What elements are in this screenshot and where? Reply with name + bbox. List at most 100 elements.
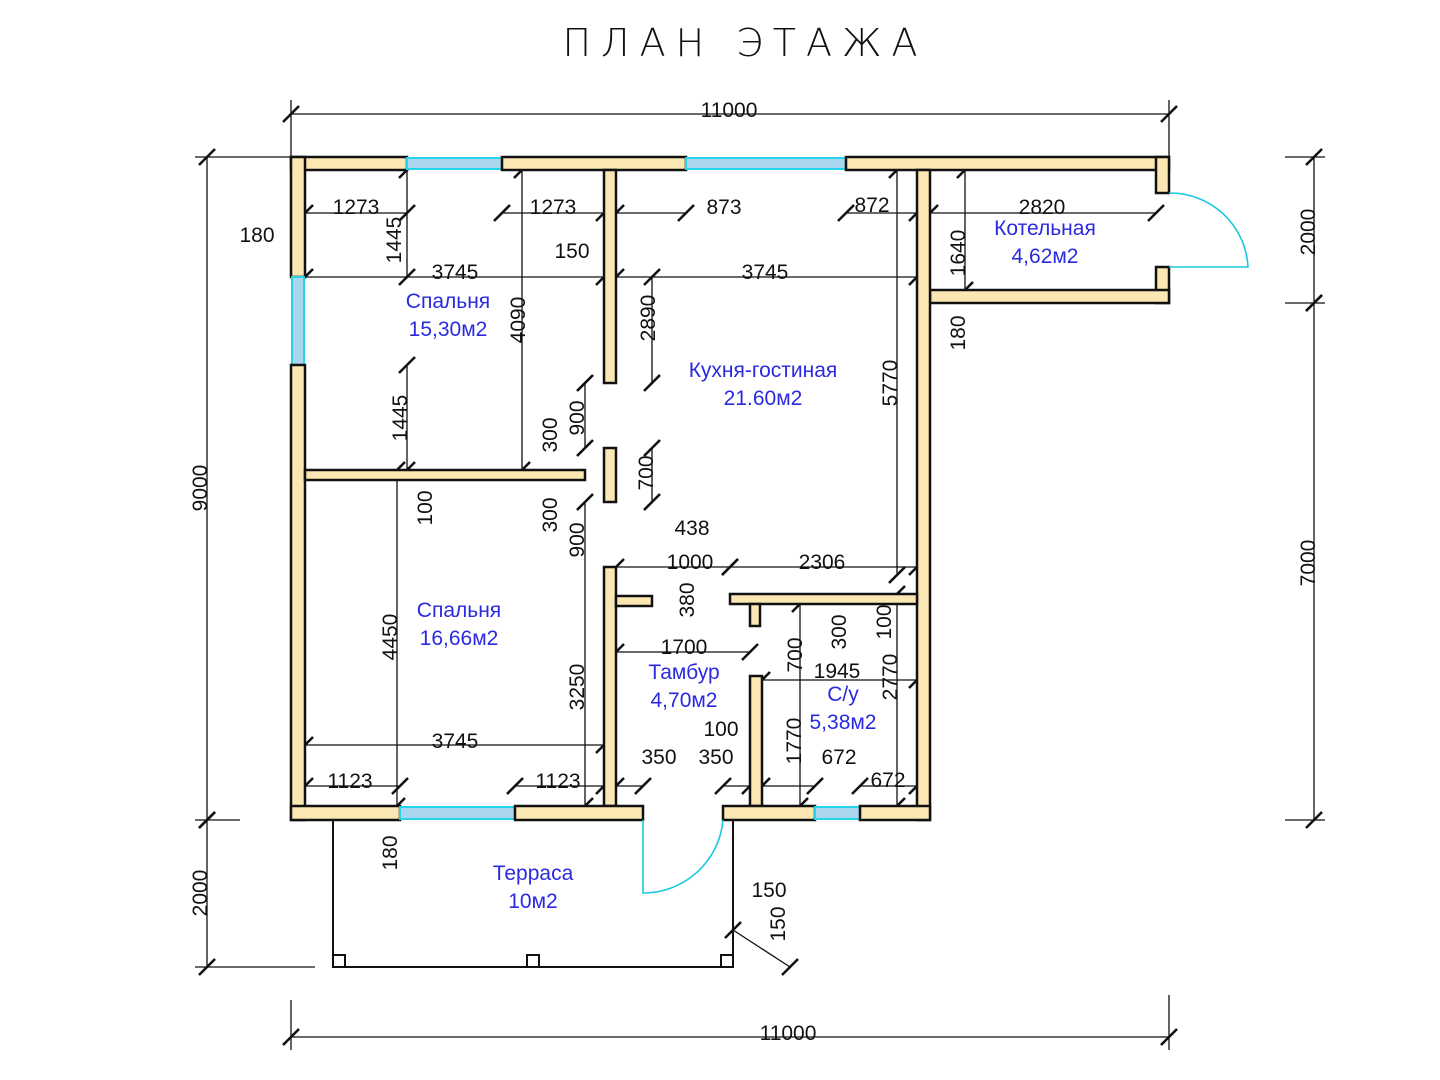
wall [748,674,764,808]
window [291,276,305,366]
dimension-value: 900 [566,400,589,435]
plan-title: ПЛАН ЭТАЖА [562,21,927,65]
dimension-value: 9000 [189,465,212,512]
dimension-value: 438 [674,517,709,540]
wall [728,592,919,606]
dimension-tick [643,439,661,457]
dimension-value: 1123 [327,770,372,793]
dimension-value: 700 [635,455,658,490]
wall [748,602,762,628]
dimension-value: 2306 [799,551,846,574]
dimension-value: 3250 [566,664,589,711]
dimension-value: 7000 [1297,540,1320,587]
dimension-tick [888,566,906,584]
dimension-value: 150 [751,879,786,902]
entrance-door [642,819,724,894]
wall [289,363,307,822]
dimension-value: 150 [767,906,790,941]
dimension-value: 672 [821,746,856,769]
dimension-value: 1273 [530,196,577,219]
terrace [332,820,734,968]
room-labels: Спальня15,30м2Кухня-гостиная21.60м2Котел… [406,217,1096,913]
dimension-value: 672 [870,769,905,792]
window [685,157,847,170]
dimension-value: 2000 [189,870,212,917]
wall [915,168,932,822]
room-area: 16,66м2 [420,627,499,650]
dimension-value: 300 [828,614,851,649]
dimension-tick [677,204,695,222]
wall [289,155,307,279]
wall [289,155,409,172]
room-area: 4,62м2 [1012,245,1079,268]
dimension-tick [721,558,739,576]
dimension-value: 1000 [667,551,714,574]
dimension-value: 100 [873,604,896,639]
dimension-value: 180 [379,835,402,870]
wall [513,804,645,822]
room-area: 21.60м2 [724,387,803,410]
wall [602,565,618,808]
room-name: Котельная [994,217,1096,240]
room-area: 5,38м2 [810,711,877,734]
dimension-tick [837,204,855,222]
room-name: Спальня [417,599,501,622]
dimension-value: 180 [947,315,970,350]
dimension-tick [506,777,524,795]
dimension-value: 150 [554,240,589,263]
dimension-value: 2770 [879,654,902,701]
dimension-value: 100 [414,490,437,525]
dimension-value: 2820 [1019,196,1066,219]
dimension-value: 350 [641,746,676,769]
wall [1154,155,1171,195]
room-name: Терраса [493,862,574,885]
dimension-value: 1273 [333,196,380,219]
dimension-tick [643,493,661,511]
walls [289,155,1171,822]
dimension-value: 872 [854,194,889,217]
wall [500,155,688,172]
doors [642,192,1249,894]
dimension-tick [714,777,732,795]
window [406,157,503,170]
dimension-tick [398,268,416,286]
room-name: Спальня [406,290,490,313]
wall [858,804,932,822]
dimension-value: 1640 [947,230,970,277]
wall [844,155,1171,172]
terrace-post [526,954,540,968]
wall [303,468,587,482]
dimension-value: 1445 [389,395,412,442]
room-name: Кухня-гостиная [689,359,838,382]
dimension-value: 11000 [701,99,758,122]
dimension-value: 300 [539,417,562,452]
dimension-value: 380 [676,582,699,617]
dimension-value: 900 [566,522,589,557]
dimension-value: 4090 [507,297,530,344]
dimension-value: 1770 [783,718,806,765]
dimension-value: 3745 [432,730,479,753]
dimension-tick [634,777,652,795]
dimension-value: 3745 [432,261,479,284]
dimension-value: 4450 [379,614,402,661]
dimension-tick [576,374,594,392]
dimension-tick [806,777,824,795]
dimension-tick [643,268,661,286]
dimension-value: 5770 [879,360,902,407]
dimension-tick [1147,204,1165,222]
dimension-value: 1445 [383,217,406,264]
dimension-value: 2000 [1297,209,1320,256]
dimension-tick [576,439,594,457]
dimension-value: 300 [539,497,562,532]
dimension-tick [851,777,869,795]
dimension-value: 873 [706,196,741,219]
dimension-value: 1123 [535,770,580,793]
room-area: 4,70м2 [651,689,718,712]
dimension-value: 1700 [661,636,708,659]
dimension-value: 2890 [637,295,660,342]
wall [721,804,817,822]
room-name: Тамбур [648,661,719,684]
dimension-value: 100 [703,718,738,741]
